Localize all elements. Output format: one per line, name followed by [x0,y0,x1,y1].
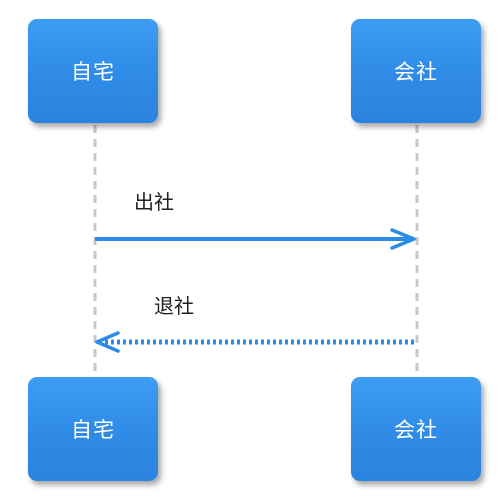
participant-box-home-bottom: 自宅 [28,377,158,481]
arrow-head-msg-2 [95,331,120,353]
participant-label: 自宅 [71,418,115,442]
arrow-head-msg-1 [390,228,416,250]
participant-label: 自宅 [71,60,115,84]
participant-box-office-top: 会社 [351,19,481,123]
participant-label: 会社 [394,60,438,84]
participant-label: 会社 [394,418,438,442]
participant-box-office-bottom: 会社 [351,377,481,481]
message-label-leave: 退社 [154,294,194,318]
message-label-arrive: 出社 [134,190,174,214]
participant-box-home-top: 自宅 [28,19,158,123]
